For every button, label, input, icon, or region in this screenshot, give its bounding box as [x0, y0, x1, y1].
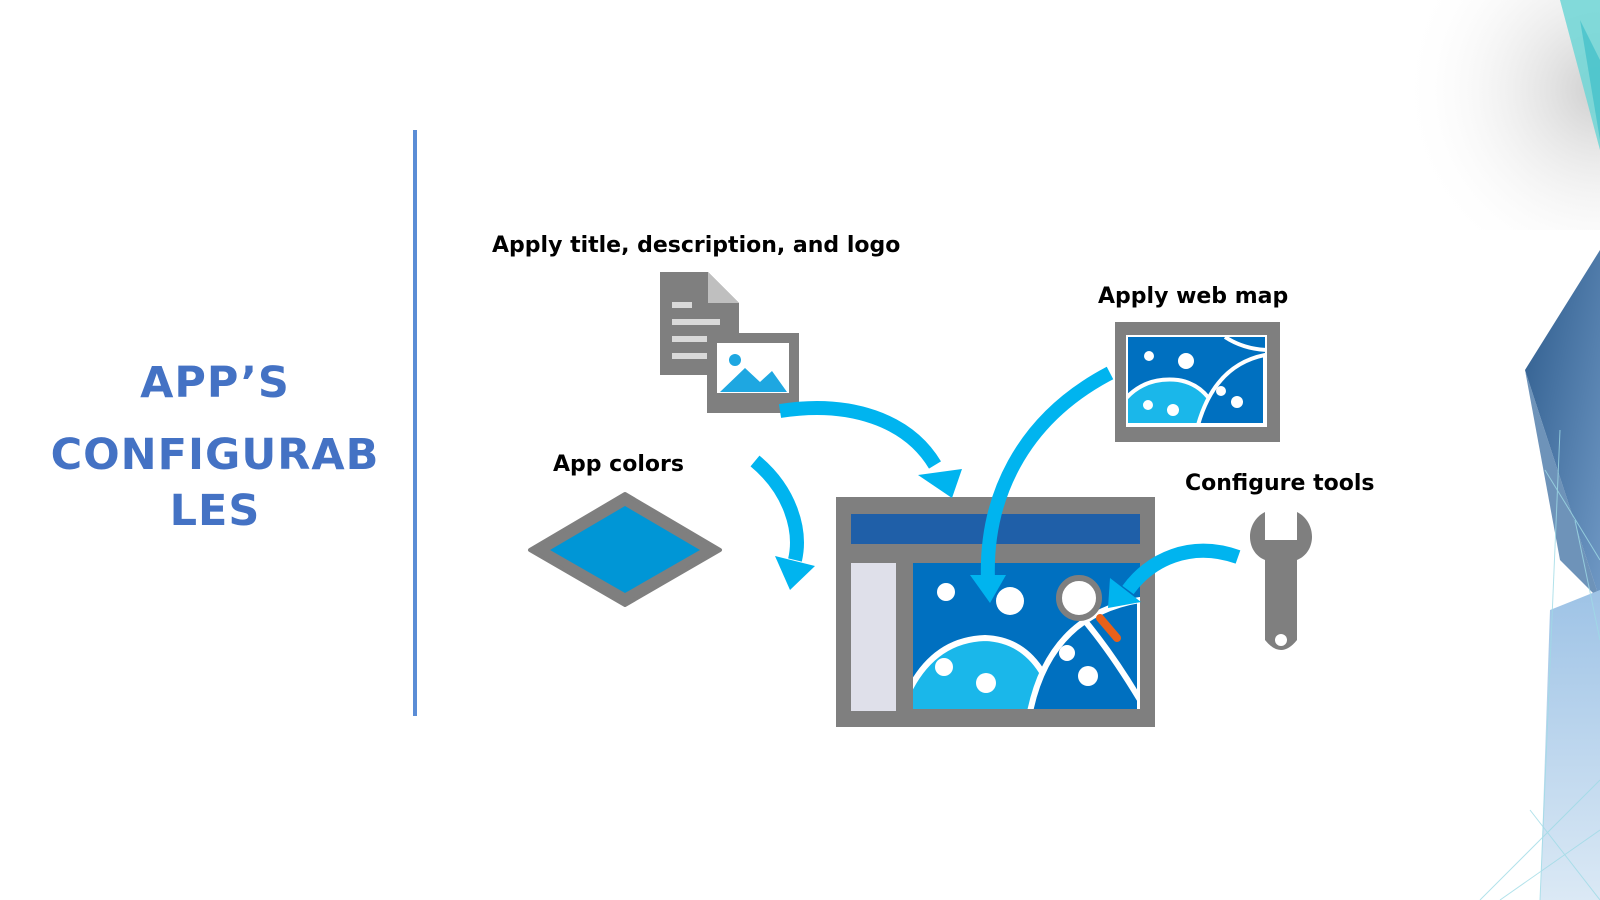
arrow-colors-to-app-head: [775, 556, 815, 590]
slide-title: APP’S CONFIGURAB LES: [20, 355, 410, 539]
arrow-tools-to-app: [1122, 543, 1241, 595]
arrows: [750, 366, 1241, 608]
arrow-tools-to-app-head: [1108, 578, 1141, 608]
slide-title-line-1: APP’S: [140, 358, 290, 408]
arrow-map-to-app-head: [970, 575, 1006, 603]
label-app-colors: App colors: [553, 452, 684, 477]
arrow-logo-to-app: [778, 401, 941, 469]
label-web-map: Apply web map: [1098, 284, 1289, 309]
arrow-map-to-app: [980, 366, 1114, 581]
label-configure-tools: Configure tools: [1185, 471, 1375, 496]
vertical-divider: [413, 130, 417, 716]
arrow-colors-to-app: [750, 455, 804, 562]
slide-title-line-3: LES: [169, 486, 261, 536]
arrow-logo-to-app-head: [918, 469, 962, 498]
wrench-icon: [1250, 512, 1312, 650]
magnifier-icon: [1056, 575, 1121, 642]
label-title-description-logo: Apply title, description, and logo: [492, 233, 901, 258]
image-icon: [707, 333, 799, 413]
color-swatch-icon: [528, 492, 722, 607]
web-map-icon: [1115, 322, 1280, 442]
slide-title-line-2: CONFIGURAB: [50, 430, 380, 480]
